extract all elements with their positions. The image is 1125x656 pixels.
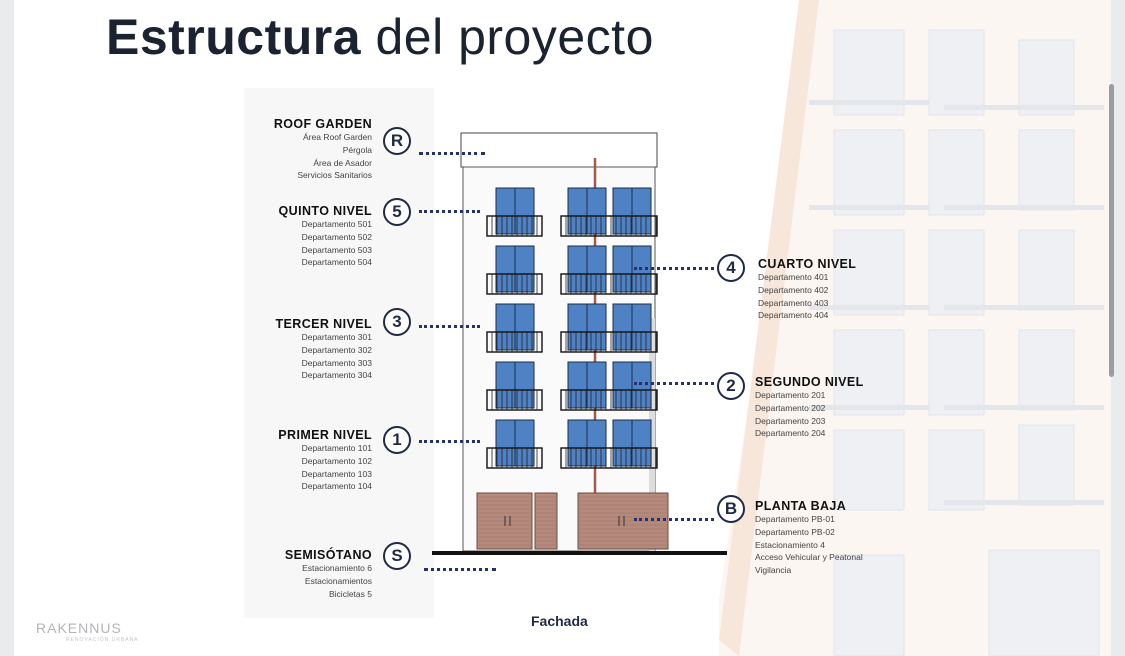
level-item: Departamento 502 [301,231,372,242]
level-item: Departamento 202 [755,402,826,413]
level-item: Departamento 204 [755,428,826,439]
level-block-primer: PRIMER NIVEL Departamento 101 Departamen… [172,428,372,493]
level-item: Departamento 503 [301,244,372,255]
level-block-quinto: QUINTO NIVEL Departamento 501 Departamen… [172,204,372,269]
balcony-railing [560,389,658,411]
leader-roof [419,152,485,155]
leader-primer [419,440,480,443]
level-item: Área Roof Garden [303,132,372,142]
level-item: Departamento 501 [301,219,372,229]
leader-semisotano [424,568,496,571]
level-item: Departamento 303 [301,357,372,368]
badge-planta-baja: B [717,495,745,523]
level-title: PLANTA BAJA [755,499,847,513]
level-item: Departamento 104 [301,481,372,492]
leader-tercer [419,325,480,328]
level-title: ROOF GARDEN [273,117,372,131]
brand-logo: RAKENNUS [36,620,122,636]
page-title: Estructura del proyecto [106,9,654,65]
facade-caption: Fachada [531,613,588,629]
level-block-cuarto: CUARTO NIVEL Departamento 401 Departamen… [758,257,958,322]
leader-quinto [419,210,480,213]
level-item: Departamento 304 [301,370,372,381]
leader-segundo [634,382,714,385]
level-block-roof-garden: ROOF GARDEN Área Roof Garden Pérgola Áre… [172,117,372,182]
leader-cuarto [634,267,714,270]
level-title: SEGUNDO NIVEL [755,375,864,389]
badge-semisotano: S [383,542,411,570]
badge-cuarto: 4 [717,254,745,282]
level-item: Departamento 403 [758,297,829,308]
level-block-tercer: TERCER NIVEL Departamento 301 Departamen… [172,317,372,382]
level-title: CUARTO NIVEL [758,257,857,271]
brand-tagline: RENOVACIÓN URBANA [66,637,139,643]
level-item: Departamento 201 [755,390,826,400]
level-item: Departamento 402 [758,284,829,295]
vertical-scrollbar[interactable] [1109,84,1114,377]
level-item: Vigilancia [755,565,792,576]
level-title: SEMISÓTANO [284,548,372,562]
badge-roof: R [383,127,411,155]
background-building-graphic [719,0,1111,656]
level-item: Estacionamientos [304,575,372,586]
slide: Estructura del proyecto Fachada ROOF GAR… [14,0,1111,656]
level-item: Departamento 101 [301,443,372,453]
level-item: Bicicletas 5 [329,588,372,599]
badge-primer: 1 [383,426,411,454]
balcony-railing [486,273,543,295]
balcony-railing [486,331,543,353]
level-item: Departamento PB-01 [755,514,835,524]
level-block-planta-baja: PLANTA BAJA Departamento PB-01 Departame… [755,499,955,577]
balcony-railing [486,389,543,411]
level-item: Departamento 401 [758,272,829,282]
level-item: Departamento PB-02 [755,526,835,537]
level-item: Acceso Vehicular y Peatonal [755,552,863,563]
balcony-railing [486,215,543,237]
badge-segundo: 2 [717,372,745,400]
level-title: PRIMER NIVEL [278,428,372,442]
level-item: Departamento 504 [301,257,372,268]
level-item: Departamento 404 [758,310,829,321]
balcony-railing [560,215,658,237]
balcony-railing [486,447,543,469]
level-item: Departamento 103 [301,468,372,479]
badge-quinto: 5 [383,198,411,226]
level-block-semisotano: SEMISÓTANO Estacionamiento 6 Estacionami… [172,548,372,600]
facade-drawing [244,88,727,618]
level-block-segundo: SEGUNDO NIVEL Departamento 201 Departame… [755,375,955,440]
level-item: Pérgola [342,144,372,155]
level-title: TERCER NIVEL [275,317,372,331]
balcony-railing [560,447,658,469]
level-item: Departamento 203 [755,415,826,426]
balcony-railing [560,331,658,353]
level-item: Departamento 102 [301,455,372,466]
level-item: Estacionamiento 6 [302,563,372,573]
leader-planta-baja [634,518,714,521]
level-item: Departamento 301 [301,332,372,342]
badge-tercer: 3 [383,308,411,336]
level-item: Servicios Sanitarios [297,170,372,181]
level-item: Departamento 302 [301,344,372,355]
level-item: Área de Asador [313,157,372,168]
level-item: Estacionamiento 4 [755,539,825,550]
balcony-railing [560,273,658,295]
level-title: QUINTO NIVEL [278,204,372,218]
